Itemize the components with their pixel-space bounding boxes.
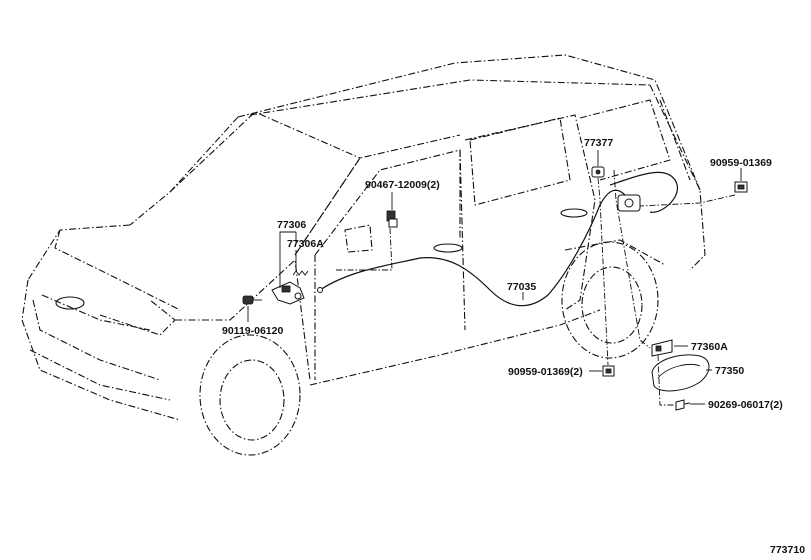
release-cable-upper	[609, 171, 678, 213]
hinge-part	[651, 339, 673, 357]
screw-part	[675, 399, 691, 411]
label-77306: 77306	[277, 219, 306, 231]
label-90959-01369-top: 90959-01369	[710, 157, 772, 169]
fuel-lock-unit	[617, 194, 641, 212]
clip-part-top	[734, 181, 748, 193]
opener-lever-part	[271, 281, 305, 305]
label-90269-06017: 90269-06017(2)	[708, 399, 783, 411]
clip-part-bottom	[602, 365, 615, 377]
label-77035: 77035	[507, 281, 536, 293]
clip-part	[386, 210, 398, 228]
spring-part	[292, 270, 309, 276]
clamp-part-77377	[591, 166, 605, 178]
leader-lines	[247, 150, 742, 406]
label-77377: 77377	[584, 137, 613, 149]
label-90467-12009: 90467-12009(2)	[365, 179, 440, 191]
label-90119-06120: 90119-06120	[222, 325, 283, 337]
release-cable	[319, 189, 626, 307]
fuel-door-part	[651, 354, 710, 392]
vehicle-outline	[21, 54, 706, 456]
bolt-part	[242, 295, 262, 305]
label-77360A: 77360A	[691, 341, 728, 353]
diagram-id: 773710	[770, 544, 805, 556]
label-90959-01369-bottom: 90959-01369(2)	[508, 366, 583, 378]
label-77306A: 77306A	[287, 238, 324, 250]
label-77350: 77350	[715, 365, 744, 377]
